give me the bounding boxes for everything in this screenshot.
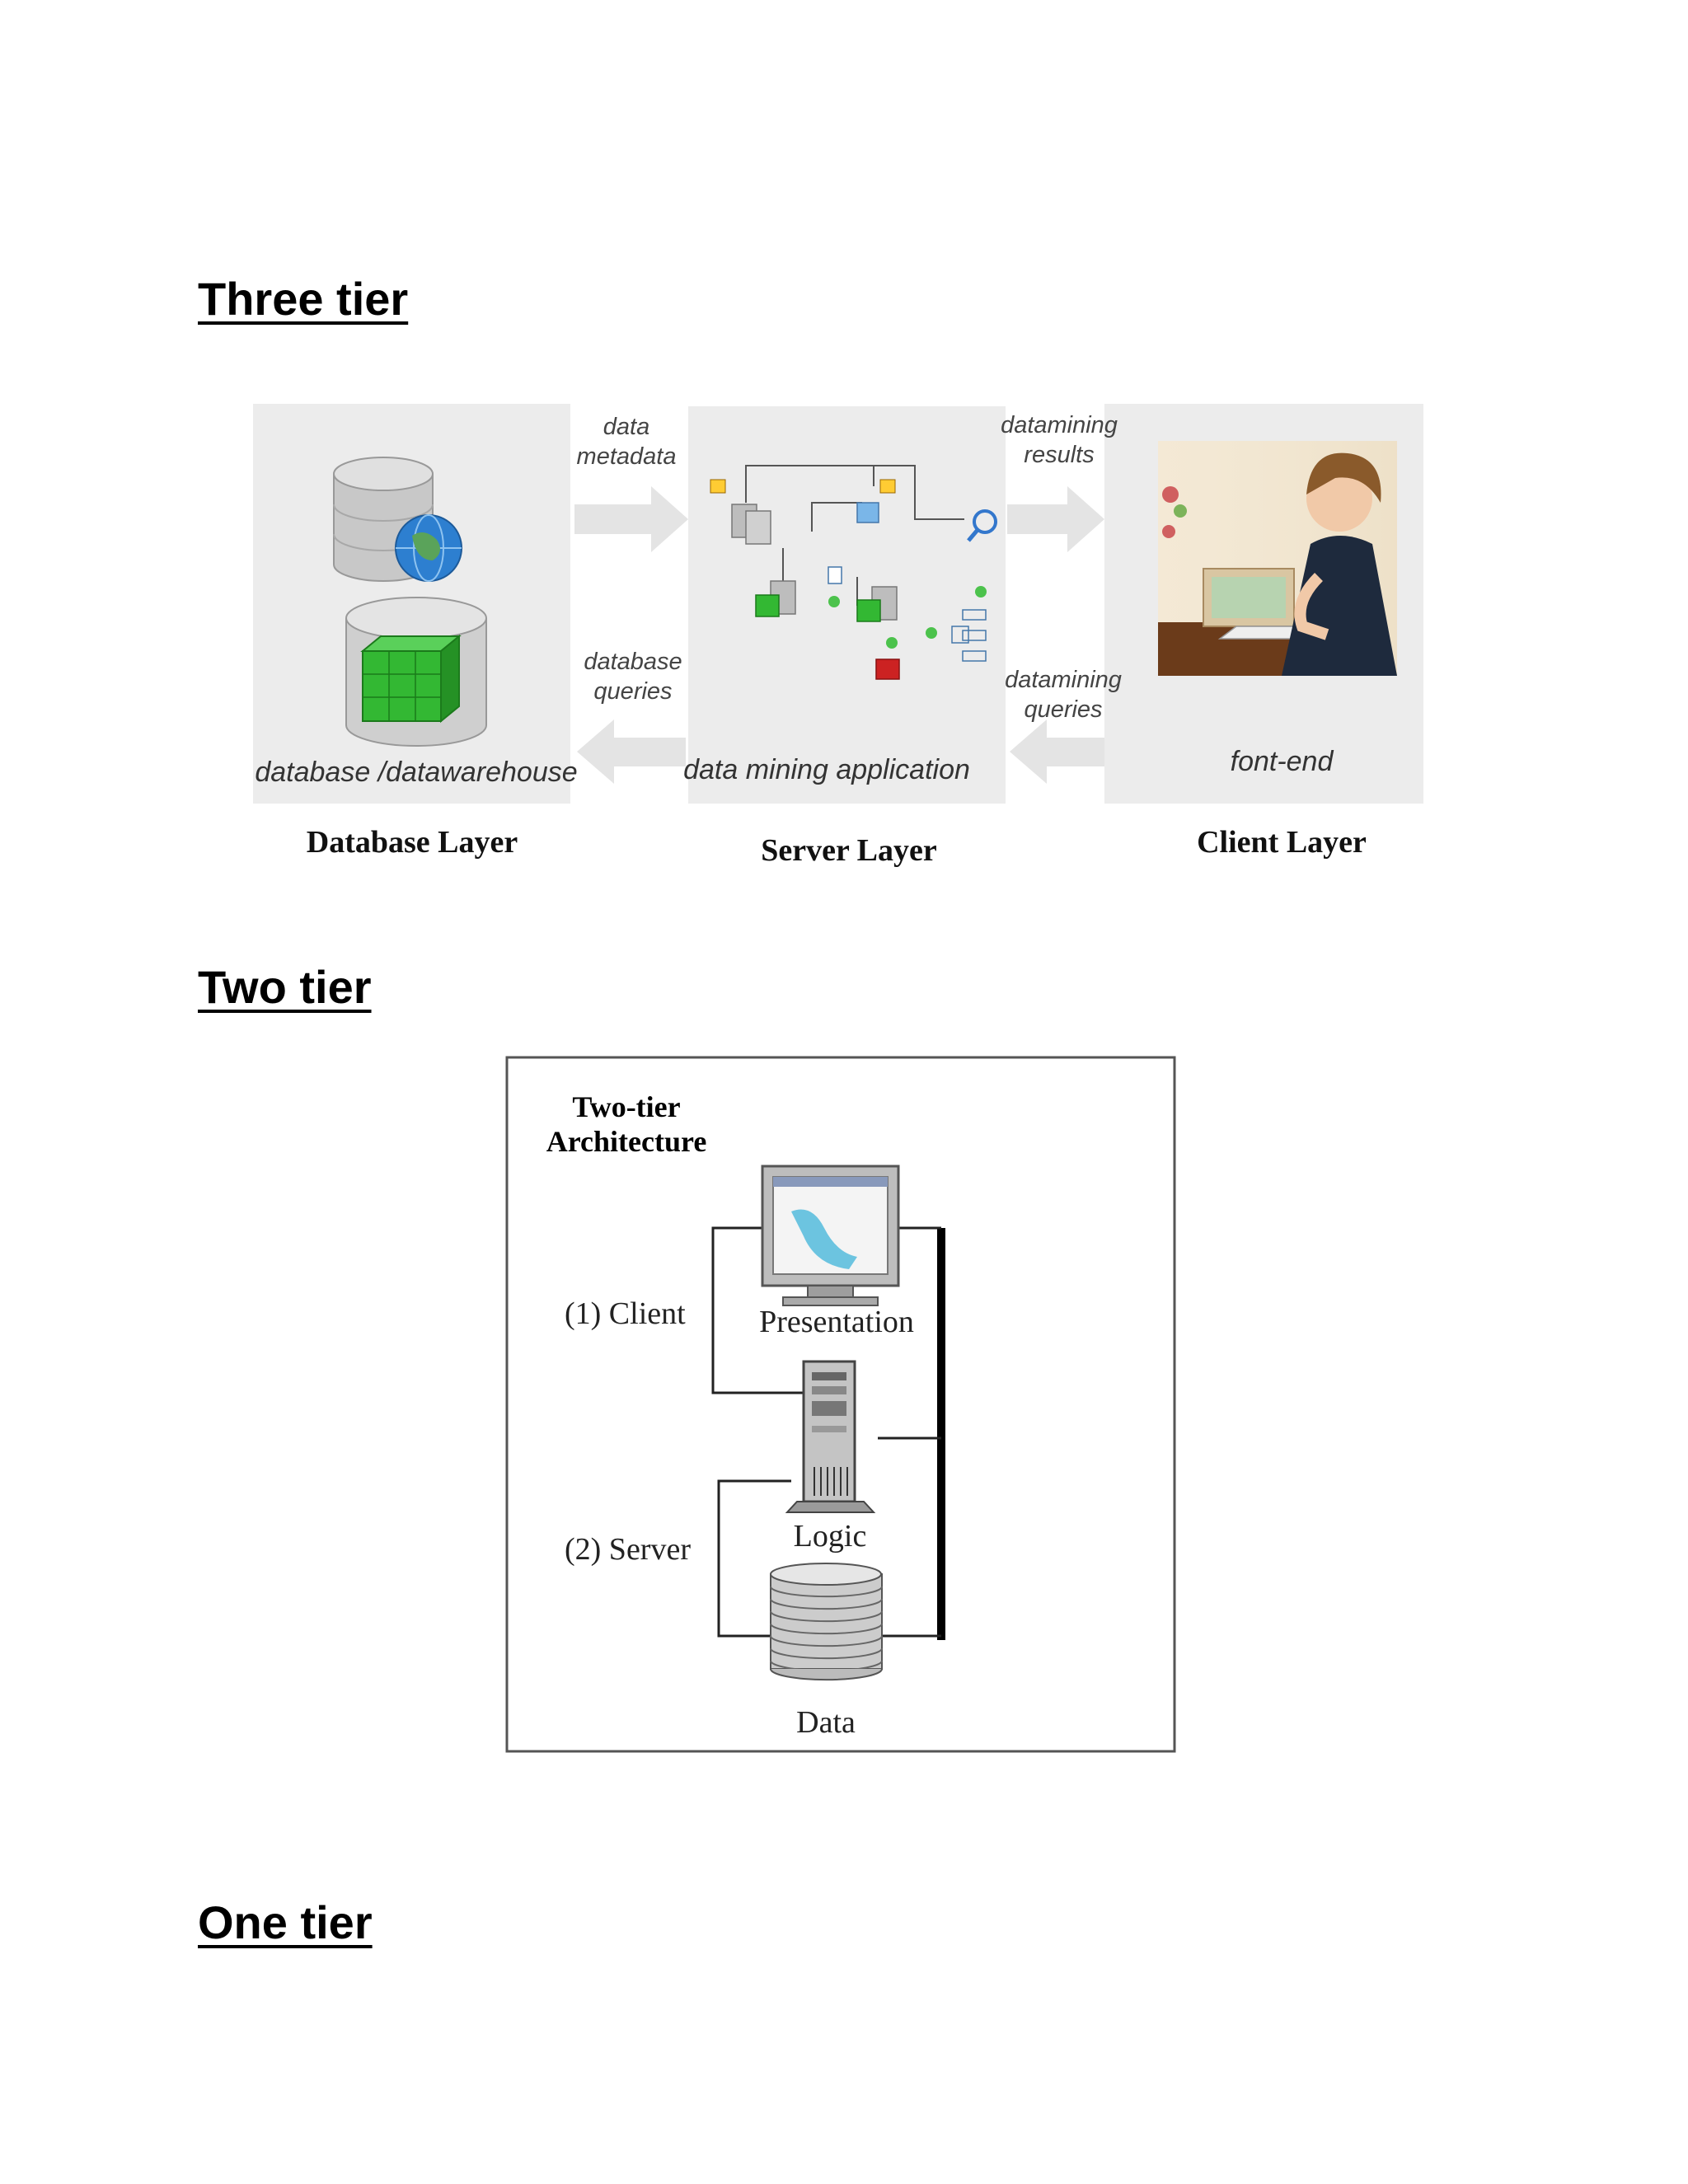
heading-one-tier: One tier	[198, 1896, 373, 1948]
arrow-datamining-results	[1007, 486, 1104, 552]
tower-server-icon	[785, 1360, 876, 1513]
database-stack-icon	[770, 1563, 883, 1681]
data-label: Data	[796, 1705, 856, 1740]
server-icons	[710, 479, 997, 680]
database-panel-label: database /datawarehouse	[255, 757, 578, 788]
arrow-label-database-queries: database queries	[584, 649, 682, 705]
logic-label: Logic	[793, 1519, 867, 1554]
server-flow-diagram-icon	[745, 465, 964, 606]
server-panel-label: data mining application	[683, 754, 970, 785]
client-label: (1) Client	[565, 1296, 686, 1331]
server-panel	[688, 406, 1006, 804]
client-user-photo	[1158, 441, 1397, 676]
arrow-data-metadata	[574, 486, 688, 552]
heading-two-tier: Two tier	[198, 961, 372, 1013]
arrow-database-queries	[577, 719, 686, 784]
arrow-label-datamining-results: datamining results	[1001, 412, 1118, 468]
datawarehouse-cube-icon	[345, 597, 487, 747]
presentation-label: Presentation	[759, 1305, 914, 1339]
two-tier-title: Two-tier Architecture	[546, 1090, 707, 1158]
layer-label-client: Client Layer	[1197, 825, 1367, 860]
monitor-icon	[761, 1165, 900, 1306]
arrow-label-data-metadata: data metadata	[576, 414, 677, 470]
server-bracket	[717, 1479, 791, 1638]
client-panel-label: font-end	[1230, 746, 1334, 777]
arrow-datamining-queries	[1010, 719, 1104, 784]
globe-icon	[395, 514, 462, 582]
arrow-label-datamining-queries: datamining queries	[1005, 667, 1122, 723]
client-bracket	[711, 1226, 804, 1394]
layer-label-database: Database Layer	[306, 825, 518, 860]
layer-label-server: Server Layer	[761, 833, 937, 868]
heading-three-tier: Three tier	[198, 273, 409, 325]
server-label: (2) Server	[565, 1532, 691, 1567]
